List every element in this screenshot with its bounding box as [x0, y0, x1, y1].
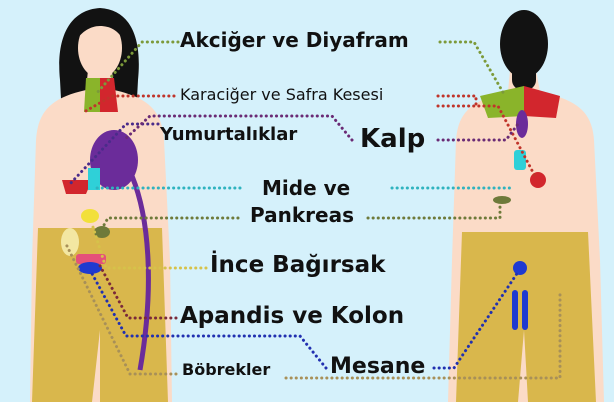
- leader-heart-left: [122, 114, 354, 142]
- leader-kidneys: [64, 242, 178, 376]
- front-figure: [30, 8, 172, 402]
- front-head: [78, 18, 122, 78]
- label-stomach-line1: Mide ve: [262, 176, 351, 200]
- label-stomach-line2: Pankreas: [250, 203, 354, 227]
- front-small-intestine: [81, 209, 99, 223]
- leader-kidneys-right: [284, 288, 562, 380]
- leader-lines: [64, 40, 562, 380]
- leader-bladder-right: [432, 270, 520, 370]
- back-hair-bun: [512, 60, 536, 90]
- leader-colon: [96, 260, 178, 320]
- leader-ovaries: [68, 122, 160, 186]
- back-head: [500, 10, 548, 78]
- front-heart: [90, 130, 138, 190]
- front-neck-lungs: [84, 78, 100, 112]
- leader-lungs-left: [94, 40, 180, 96]
- back-pancreas: [493, 196, 511, 204]
- front-neck-liver: [100, 78, 118, 112]
- leader-liver-right-b: [436, 104, 538, 180]
- back-stomach: [514, 150, 526, 170]
- label-liver: Karaciğer ve Safra Kesesi: [180, 85, 384, 104]
- label-bladder: Mesane: [330, 354, 426, 379]
- back-neck-lungs: [480, 86, 524, 118]
- leader-heart-right: [436, 122, 520, 142]
- leader-liver-right-a: [436, 94, 478, 108]
- label-lungs: Akciğer ve Diyafram: [180, 28, 409, 52]
- label-small-intestine: İnce Bağırsak: [210, 252, 386, 278]
- label-colon: Apandis ve Kolon: [180, 303, 405, 329]
- back-kidney-right: [522, 290, 528, 330]
- front-colon: [76, 254, 106, 264]
- back-heart: [516, 110, 528, 138]
- label-ovaries: Yumurtalıklar: [160, 124, 298, 145]
- front-liver: [62, 180, 92, 194]
- label-heart: Kalp: [360, 124, 426, 154]
- front-bladder: [78, 262, 102, 274]
- leader-lungs-right: [438, 40, 506, 96]
- back-figure: [448, 10, 604, 402]
- back-bladder: [513, 261, 527, 275]
- back-liver-dot: [530, 172, 546, 188]
- leader-liver-left: [82, 94, 176, 114]
- leader-pancreas-right: [366, 202, 502, 220]
- front-stomach: [88, 168, 100, 190]
- front-heart-tail: [129, 175, 151, 371]
- back-neck-liver: [524, 86, 560, 118]
- label-kidneys: Böbrekler: [182, 360, 271, 379]
- front-pancreas: [94, 226, 110, 238]
- back-kidney-left: [512, 290, 518, 330]
- leader-bladder-left: [88, 268, 328, 370]
- front-colon-light: [61, 228, 79, 256]
- front-hair-top: [76, 12, 126, 42]
